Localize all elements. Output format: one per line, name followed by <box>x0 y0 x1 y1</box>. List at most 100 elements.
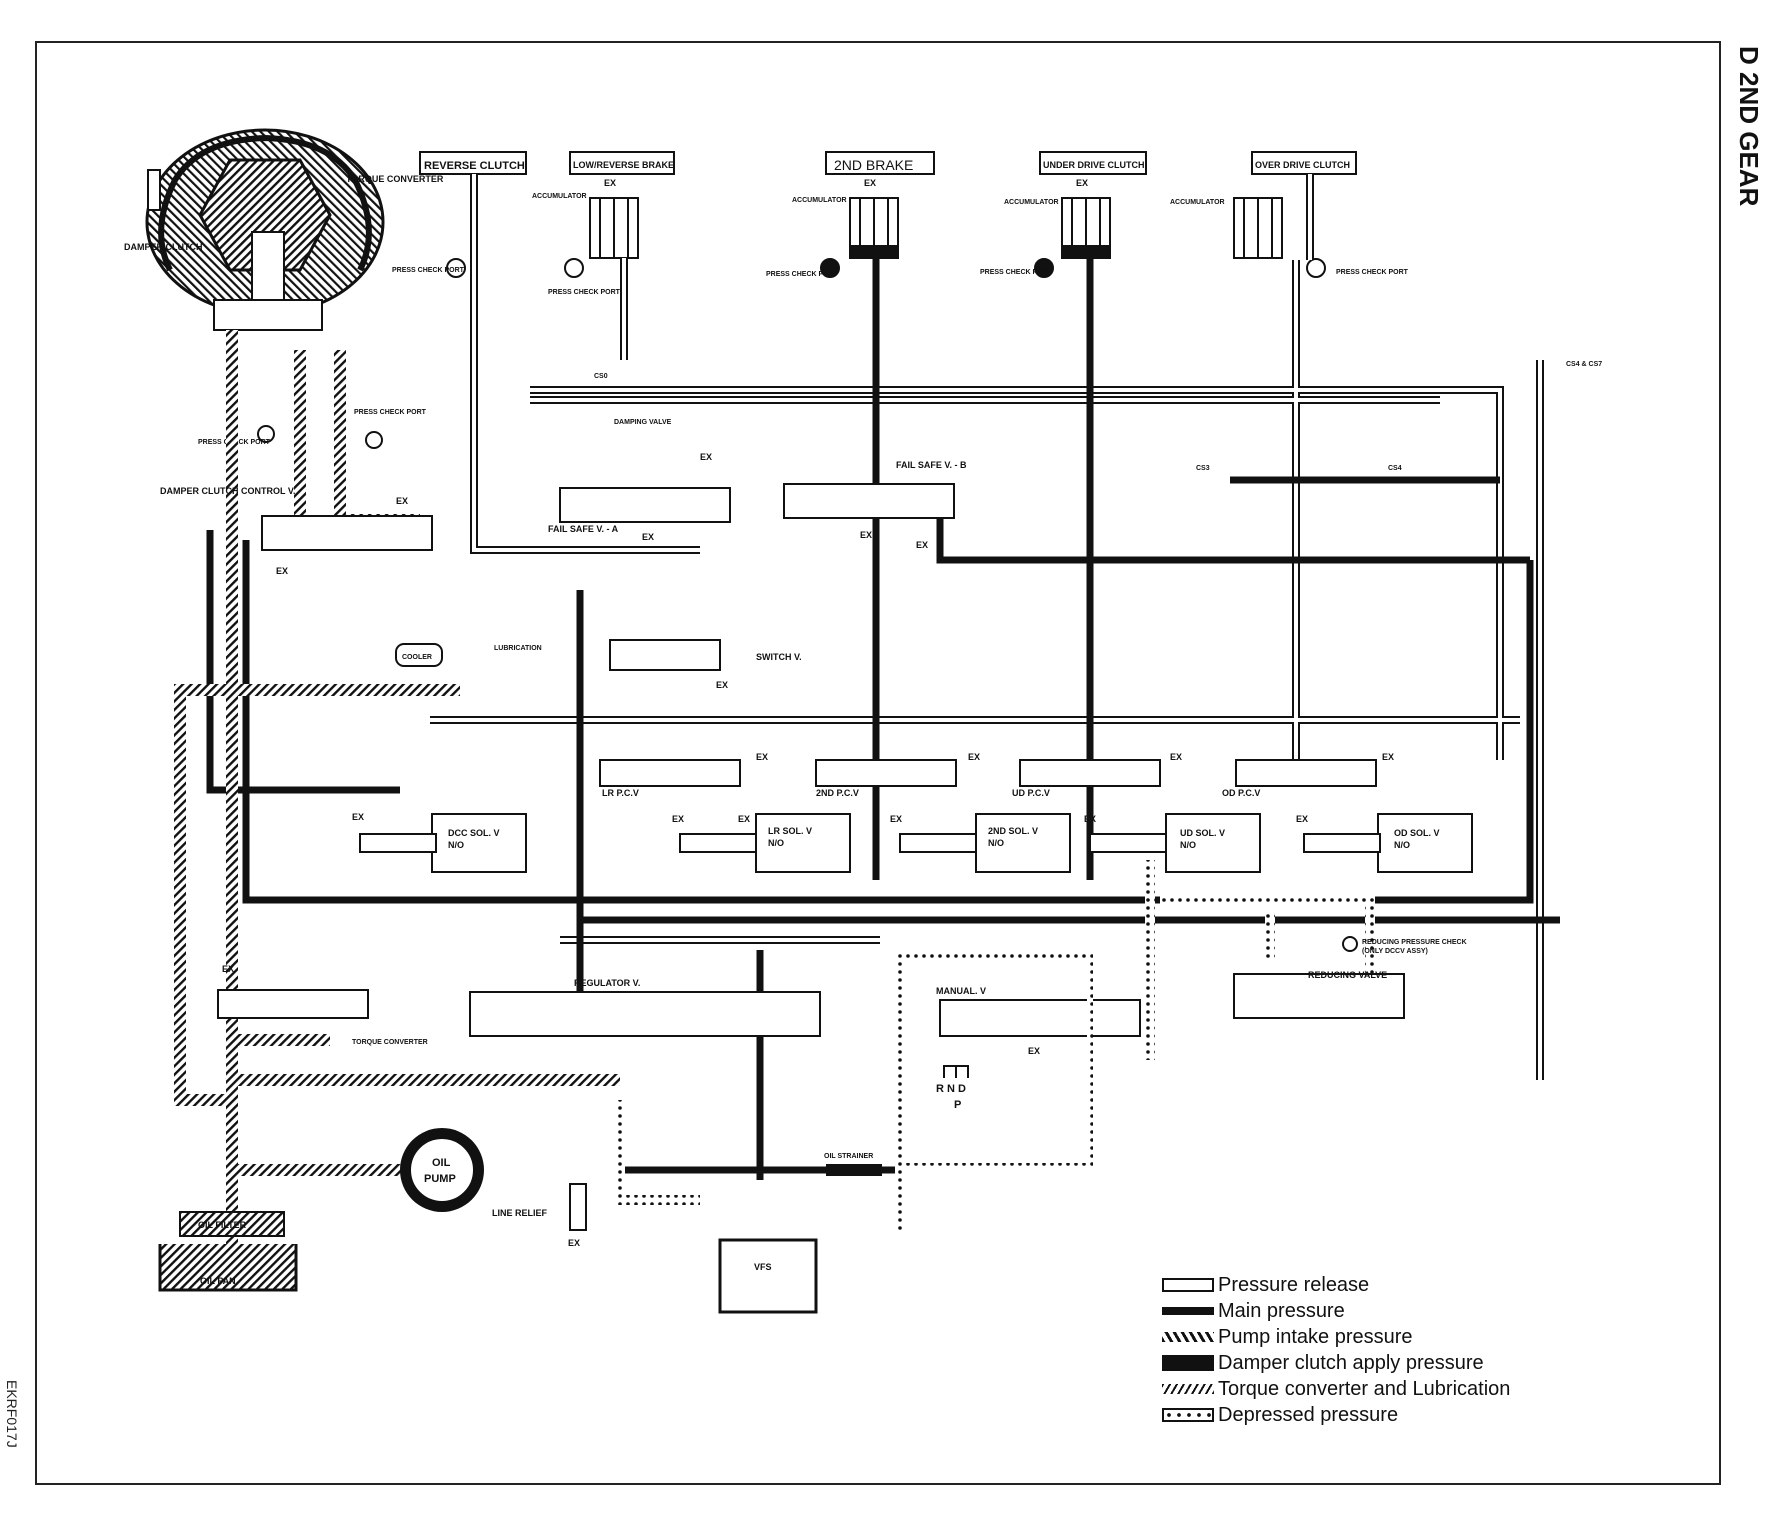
ex-label-7: EX <box>642 532 654 542</box>
press-check-port-label-7: PRESS CHECK PORT <box>354 409 427 416</box>
oil-pan-label: OIL PAN <box>200 1276 236 1286</box>
accumulator-label-3: ACCUMULATOR <box>1004 199 1059 206</box>
ex-label-1: EX <box>604 178 616 188</box>
od-pcv-label: OD P.C.V <box>1222 788 1260 798</box>
solenoid-boxes <box>359 813 1473 873</box>
page-title: D 2ND GEAR <box>1734 46 1764 207</box>
legend-swatch-dep <box>1162 1408 1214 1422</box>
oil-pump-label-1: OIL <box>432 1157 451 1169</box>
depressed-lines <box>615 860 1375 1230</box>
switch-v-label: SWITCH V. <box>756 652 802 662</box>
second-brake-label: 2ND BRAKE <box>834 157 913 173</box>
second-pcv-label: 2ND P.C.V <box>816 788 859 798</box>
ex-label-22: EX <box>1028 1046 1040 1056</box>
oil-filter <box>179 1211 285 1237</box>
oil-pan <box>158 1244 298 1292</box>
second-no-label: N/O <box>988 838 1004 848</box>
legend-swatch-damper <box>1162 1355 1214 1371</box>
ex-label-6: EX <box>700 452 712 462</box>
legend-item-dep: Depressed pressure <box>1162 1402 1582 1428</box>
vfs-label: VFS <box>754 1262 772 1272</box>
ex-label-9: EX <box>916 540 928 550</box>
figure-code: EKRF017J <box>4 1380 20 1448</box>
reducing-valve-label-1: REDUCING VALVE <box>1308 970 1387 980</box>
regulator-v-label: REGULATOR V. <box>574 978 640 988</box>
outer-frame <box>35 41 1721 1485</box>
accumulator-label-4: ACCUMULATOR <box>1170 199 1225 206</box>
press-check-port-label-5: PRESS CHECK PORT <box>1336 269 1409 276</box>
ud-no-label: N/O <box>1180 840 1196 850</box>
damper-clutch-control-v-label: DAMPER CLUTCH CONTROL V. <box>160 486 296 496</box>
cs0-label: CS0 <box>594 373 608 380</box>
fail-safe-v-a-label: FAIL SAFE V. - A <box>548 524 619 534</box>
torque-converter-v-label: TORQUE CONVERTER <box>352 1039 428 1046</box>
damper-clutch-label: DAMPER CLUTCH <box>124 242 203 252</box>
oil-strainer-label: OIL STRAINER <box>824 1153 873 1160</box>
legend-item-intake: Pump intake pressure <box>1162 1324 1582 1350</box>
lr-pcv-label: LR P.C.V <box>602 788 639 798</box>
lubrication-label: LUBRICATION <box>494 645 542 652</box>
side-code: EKRF017J <box>2 1380 22 1490</box>
shift-range-marks <box>943 1065 969 1078</box>
reducing-pressure-check-label: REDUCING PRESSURE CHECK <box>1362 939 1467 946</box>
legend-label: Main pressure <box>1218 1299 1345 1322</box>
lr-sol-v-label: LR SOL. V <box>768 826 812 836</box>
ex-label-2: EX <box>864 178 876 188</box>
od-no-label: N/O <box>1394 840 1410 850</box>
accumulators <box>589 197 1283 259</box>
ex-label-20: EX <box>1296 814 1308 824</box>
ex-label-23: EX <box>568 1238 580 1248</box>
ex-label-3: EX <box>1076 178 1088 188</box>
cs4-cs7-label: CS4 & CS7 <box>1566 361 1602 368</box>
reverse-clutch-label: REVERSE CLUTCH <box>424 160 525 172</box>
ex-label-5: EX <box>276 566 288 576</box>
ud-sol-v-label: UD SOL. V <box>1180 828 1225 838</box>
press-check-port-label-4: PRESS CHECK PORT <box>980 269 1053 276</box>
press-check-port-label-3: PRESS CHECK PORT <box>766 271 839 278</box>
manual-v-label: MANUAL. V <box>936 986 986 996</box>
only-dccv-assy-label: (ONLY DCCV ASSY) <box>1362 948 1428 955</box>
rnd-label: R N D <box>936 1083 966 1095</box>
ex-label-10: EX <box>716 680 728 690</box>
od-sol-v-label: OD SOL. V <box>1394 828 1440 838</box>
oil-pump-inner <box>409 1137 475 1203</box>
legend-label: Pump intake pressure <box>1218 1325 1413 1348</box>
accumulator-label-1: ACCUMULATOR <box>532 193 587 200</box>
legend-item-main: Main pressure <box>1162 1298 1582 1324</box>
accumulator-label-2: ACCUMULATOR <box>792 197 847 204</box>
legend-label: Pressure release <box>1218 1273 1370 1296</box>
lr-no-label: N/O <box>768 838 784 848</box>
oil-pump-label-2: PUMP <box>424 1173 456 1185</box>
cooler-label: COOLER <box>402 654 432 661</box>
ex-label-12: EX <box>968 752 980 762</box>
side-title: D 2ND GEAR <box>1732 46 1766 286</box>
valve-bodies <box>217 483 1405 1037</box>
cooler-box <box>395 643 443 667</box>
line-relief-label: LINE RELIEF <box>492 1208 548 1218</box>
under-drive-clutch-label: UNDER DRIVE CLUTCH <box>1043 160 1145 170</box>
torque-converter-label: TORQUE CONVERTER <box>346 174 444 184</box>
press-check-port-label-2: PRESS CHECK PORT <box>548 289 621 296</box>
legend-label: Damper clutch apply pressure <box>1218 1351 1484 1374</box>
dcc-sol-v-label: DCC SOL. V <box>448 828 500 838</box>
ex-label-11: EX <box>756 752 768 762</box>
legend-swatch-tc <box>1162 1384 1214 1394</box>
ex-label-13: EX <box>1170 752 1182 762</box>
cs3-label: CS3 <box>1196 465 1210 472</box>
ud-pcv-label: UD P.C.V <box>1012 788 1050 798</box>
legend-item-damper: Damper clutch apply pressure <box>1162 1350 1582 1376</box>
ex-label-8: EX <box>860 530 872 540</box>
ex-label-16: EX <box>672 814 684 824</box>
legend-label: Torque converter and Lubrication <box>1218 1377 1511 1400</box>
vfs-box <box>718 1238 818 1314</box>
ex-label-15: EX <box>352 812 364 822</box>
ex-label-4: EX <box>396 496 408 506</box>
legend-item-tc: Torque converter and Lubrication <box>1162 1376 1582 1402</box>
press-check-port-label-1: PRESS CHECK PORT <box>392 267 465 274</box>
manual-valve-box <box>897 953 1093 1169</box>
ex-label-17: EX <box>738 814 750 824</box>
dcc-no-label: N/O <box>448 840 464 850</box>
damping-valve-label: DAMPING VALVE <box>614 419 672 426</box>
low-reverse-brake-label: LOW/REVERSE BRAKE <box>573 160 674 170</box>
